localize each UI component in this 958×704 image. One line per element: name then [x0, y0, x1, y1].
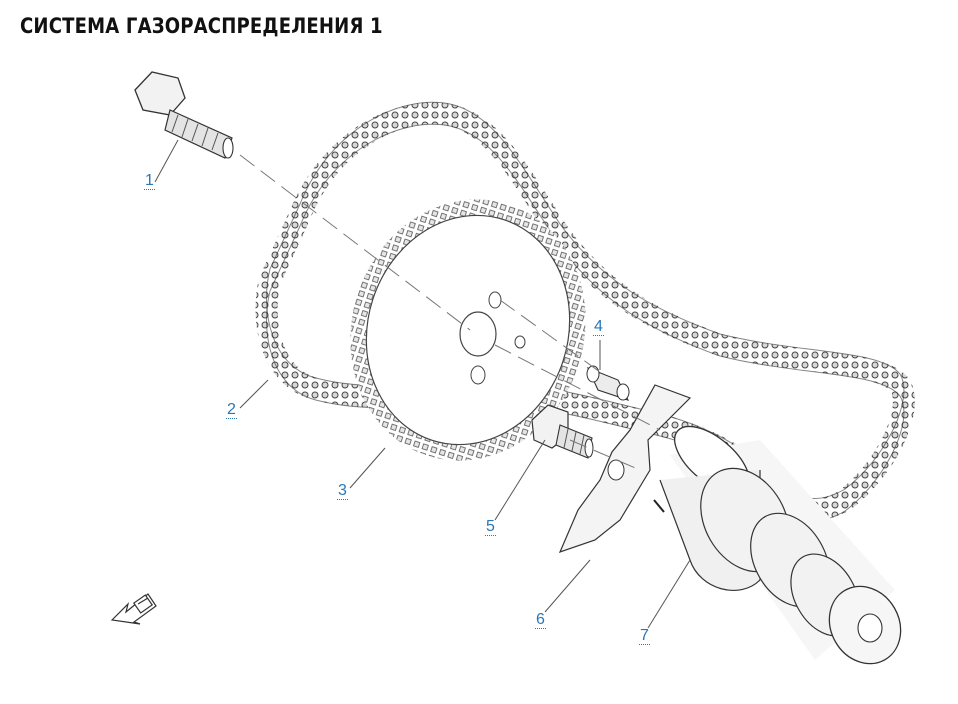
assembly-center-lines [239, 154, 661, 471]
flange-bolt[interactable] [134, 71, 234, 159]
callout-4-dowel-pin[interactable]: 4 [593, 318, 604, 336]
callout-7-camshaft[interactable]: 7 [639, 627, 650, 645]
callout-2-timing-chain[interactable]: 2 [226, 401, 237, 419]
dowel-pin[interactable] [586, 365, 630, 401]
callout-6-retainer-plate[interactable]: 6 [535, 611, 546, 629]
callout-leaders [154, 139, 691, 629]
retainer-plate[interactable] [558, 384, 692, 554]
front-direction-arrow-icon [110, 593, 157, 625]
page-title: СИСТЕМА ГАЗОРАСПРЕДЕЛЕНИЯ 1 [20, 14, 383, 38]
camshaft[interactable] [653, 414, 914, 676]
callout-3-camshaft-sprocket[interactable]: 3 [337, 482, 348, 500]
camshaft-sprocket[interactable] [327, 179, 609, 482]
callout-1-flange-bolt[interactable]: 1 [144, 172, 155, 190]
callout-5-sprocket-bolt[interactable]: 5 [485, 518, 496, 536]
